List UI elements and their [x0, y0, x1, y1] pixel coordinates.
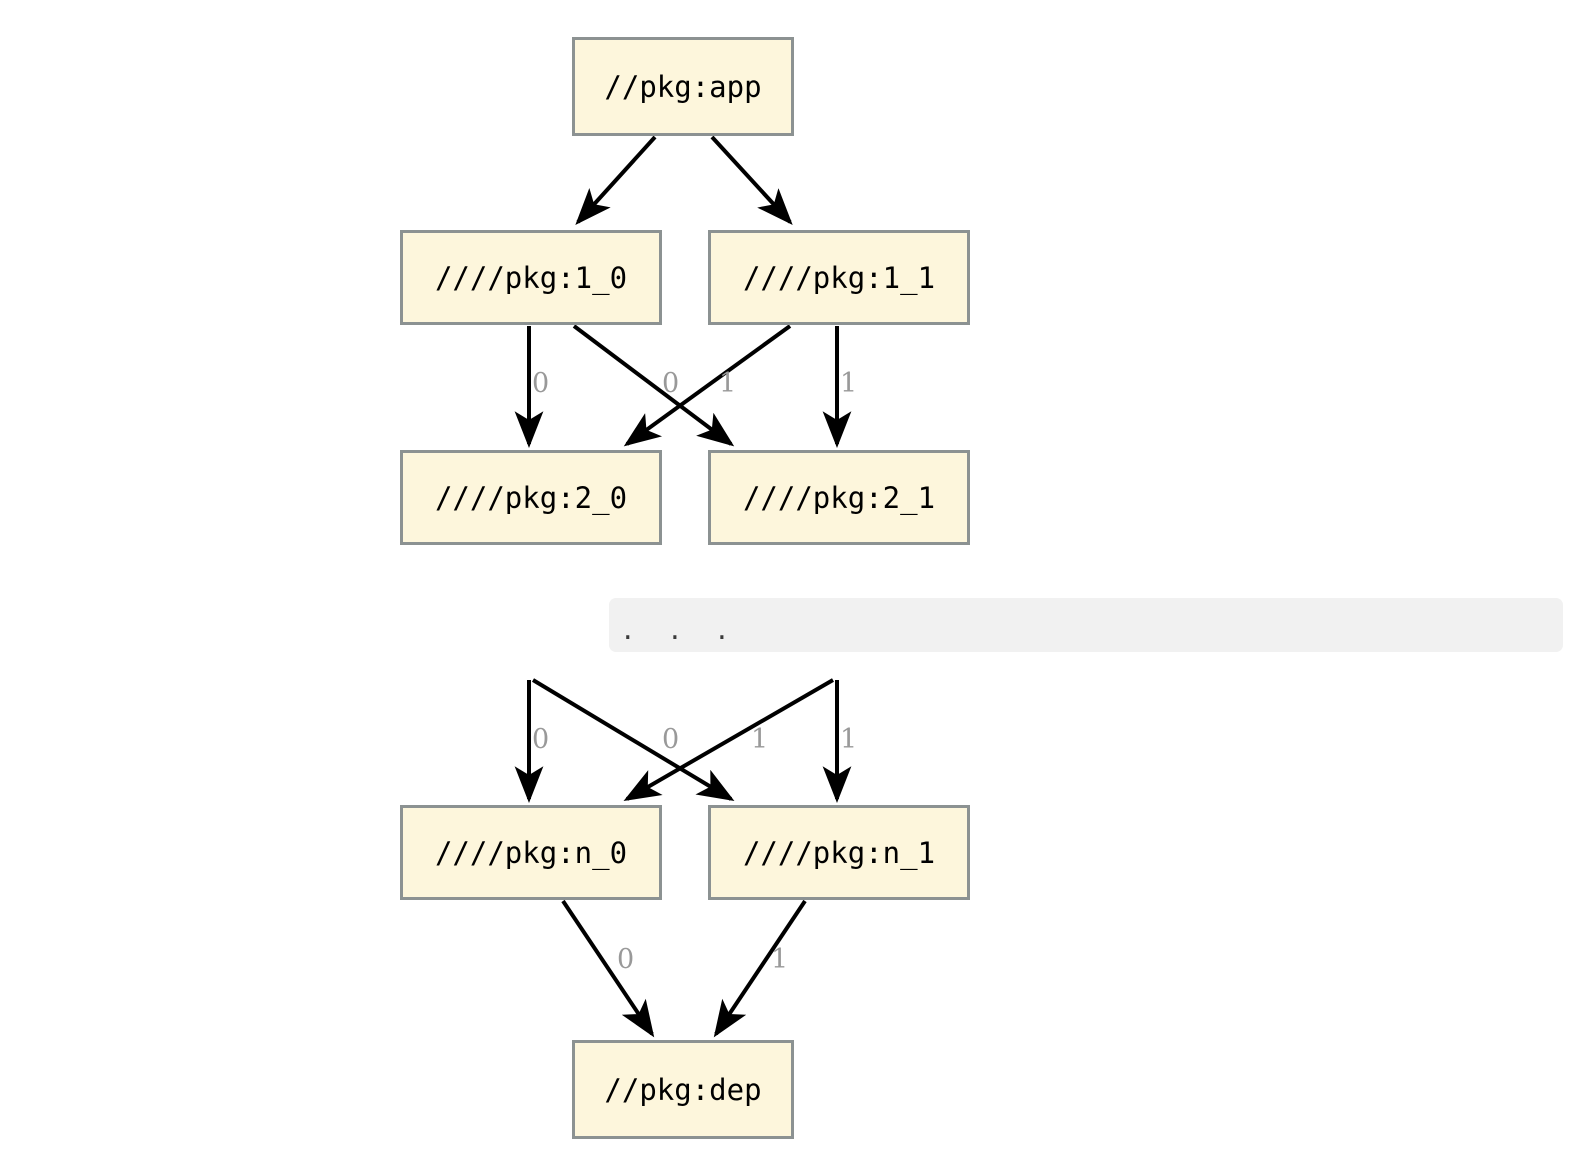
edge-elided-to-n_0-alt: [623, 678, 835, 802]
node-pkg-2_1[interactable]: ////pkg:2_1: [708, 450, 970, 545]
edge-label-lower-1b: 1: [840, 724, 858, 755]
ellipsis-dots: . . .: [623, 611, 741, 647]
node-pkg-n_1[interactable]: ////pkg:n_1: [708, 805, 970, 900]
node-label: ////pkg:2_1: [742, 480, 936, 515]
elided-section-band: . . .: [609, 598, 1563, 652]
edge-label-lower-1a: 1: [751, 724, 769, 755]
edge-label-dep-1: 1: [771, 944, 789, 975]
node-label: ////pkg:n_1: [742, 835, 936, 870]
node-pkg-2_0[interactable]: ////pkg:2_0: [400, 450, 662, 545]
edge-label-dep-0: 0: [617, 944, 635, 975]
edge-app-to-1_1: [710, 135, 793, 225]
edge-label-upper-0a: 0: [532, 368, 550, 399]
node-pkg-1_1[interactable]: ////pkg:1_1: [708, 230, 970, 325]
node-label: //pkg:app: [604, 69, 762, 104]
edge-label-lower-0b: 0: [662, 724, 680, 755]
node-pkg-1_0[interactable]: ////pkg:1_0: [400, 230, 662, 325]
edge-label-upper-1a: 1: [719, 368, 737, 399]
edge-label-upper-1b: 1: [840, 368, 858, 399]
node-pkg-n_0[interactable]: ////pkg:n_0: [400, 805, 662, 900]
node-pkg-app[interactable]: //pkg:app: [572, 37, 794, 136]
edge-1_0-to-2_1: [572, 324, 735, 447]
edge-app-to-1_0: [575, 135, 657, 225]
node-label: ////pkg:1_0: [434, 260, 628, 295]
edge-n_0-to-dep: [561, 899, 655, 1038]
node-label: //pkg:dep: [604, 1072, 762, 1107]
edge-1_1-to-2_0: [623, 324, 792, 447]
edge-n_1-to-dep: [713, 899, 807, 1038]
node-label: ////pkg:1_1: [742, 260, 936, 295]
edge-label-upper-0b: 0: [662, 368, 680, 399]
edge-label-lower-0a: 0: [532, 724, 550, 755]
edge-elided-to-n_1: [531, 678, 735, 802]
node-label: ////pkg:2_0: [434, 480, 628, 515]
node-pkg-dep[interactable]: //pkg:dep: [572, 1040, 794, 1139]
node-label: ////pkg:n_0: [434, 835, 628, 870]
